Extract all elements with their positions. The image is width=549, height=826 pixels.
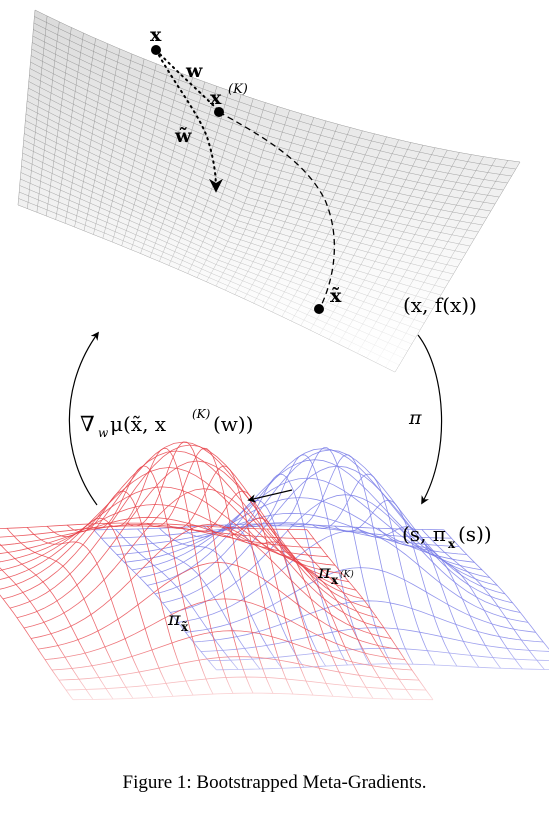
loss-surface-fade — [18, 10, 520, 372]
label-grad-rest: μ(x̃, x — [110, 412, 167, 436]
label-x-fx: (x, f(x)) — [403, 293, 477, 317]
label-grad-sup: (K) — [192, 407, 211, 421]
label-pi-x-k-base: π — [317, 561, 331, 583]
label-meta-gradient: ∇ w μ(x̃, x (K) (w)) — [80, 407, 254, 440]
label-s-pi-sub: x — [448, 537, 456, 551]
point-x — [151, 45, 161, 55]
label-pi-x-tilde-sub: x̃ — [181, 620, 189, 634]
label-s-pi-main: (s, π — [402, 522, 446, 546]
label-s-pi-end: (s)) — [458, 522, 492, 546]
figure-caption: Figure 1: Bootstrapped Meta-Gradients. — [122, 772, 427, 793]
label-w: w — [185, 60, 203, 82]
point-x-tilde — [314, 304, 324, 314]
label-x-k-sup: (K) — [228, 82, 248, 97]
label-x-tilde: x̃ — [330, 285, 342, 307]
pi-arrow — [417, 334, 443, 505]
x-tilde-dashed-path — [218, 111, 335, 309]
w-tilde-dotted-path — [155, 49, 223, 193]
w-dotted-path — [155, 49, 219, 111]
label-pi-x-k-supsub: (K) — [340, 569, 354, 580]
loss-surface — [17, 9, 521, 373]
label-pi-x-tilde: π x̃ — [167, 608, 189, 634]
label-pi-x-k-sub: x — [331, 573, 339, 587]
label-x-k: x — [210, 87, 222, 109]
meta-gradient-arrow — [68, 331, 99, 506]
label-pi: π — [408, 407, 422, 429]
label-s-pi: (s, π x (s)) — [402, 522, 492, 551]
label-grad-end: (w)) — [213, 412, 254, 436]
label-grad-nabla: ∇ — [80, 412, 95, 436]
distribution-fade — [0, 560, 549, 720]
bootstrap-arrow — [247, 489, 293, 503]
label-w-tilde: w̃ — [174, 125, 192, 147]
label-grad-sub: w — [98, 426, 109, 440]
point-x-k — [214, 107, 224, 117]
label-pi-x-tilde-base: π — [167, 608, 181, 630]
label-pi-x-k: π x (K) — [317, 561, 354, 587]
label-x: x — [150, 24, 162, 46]
